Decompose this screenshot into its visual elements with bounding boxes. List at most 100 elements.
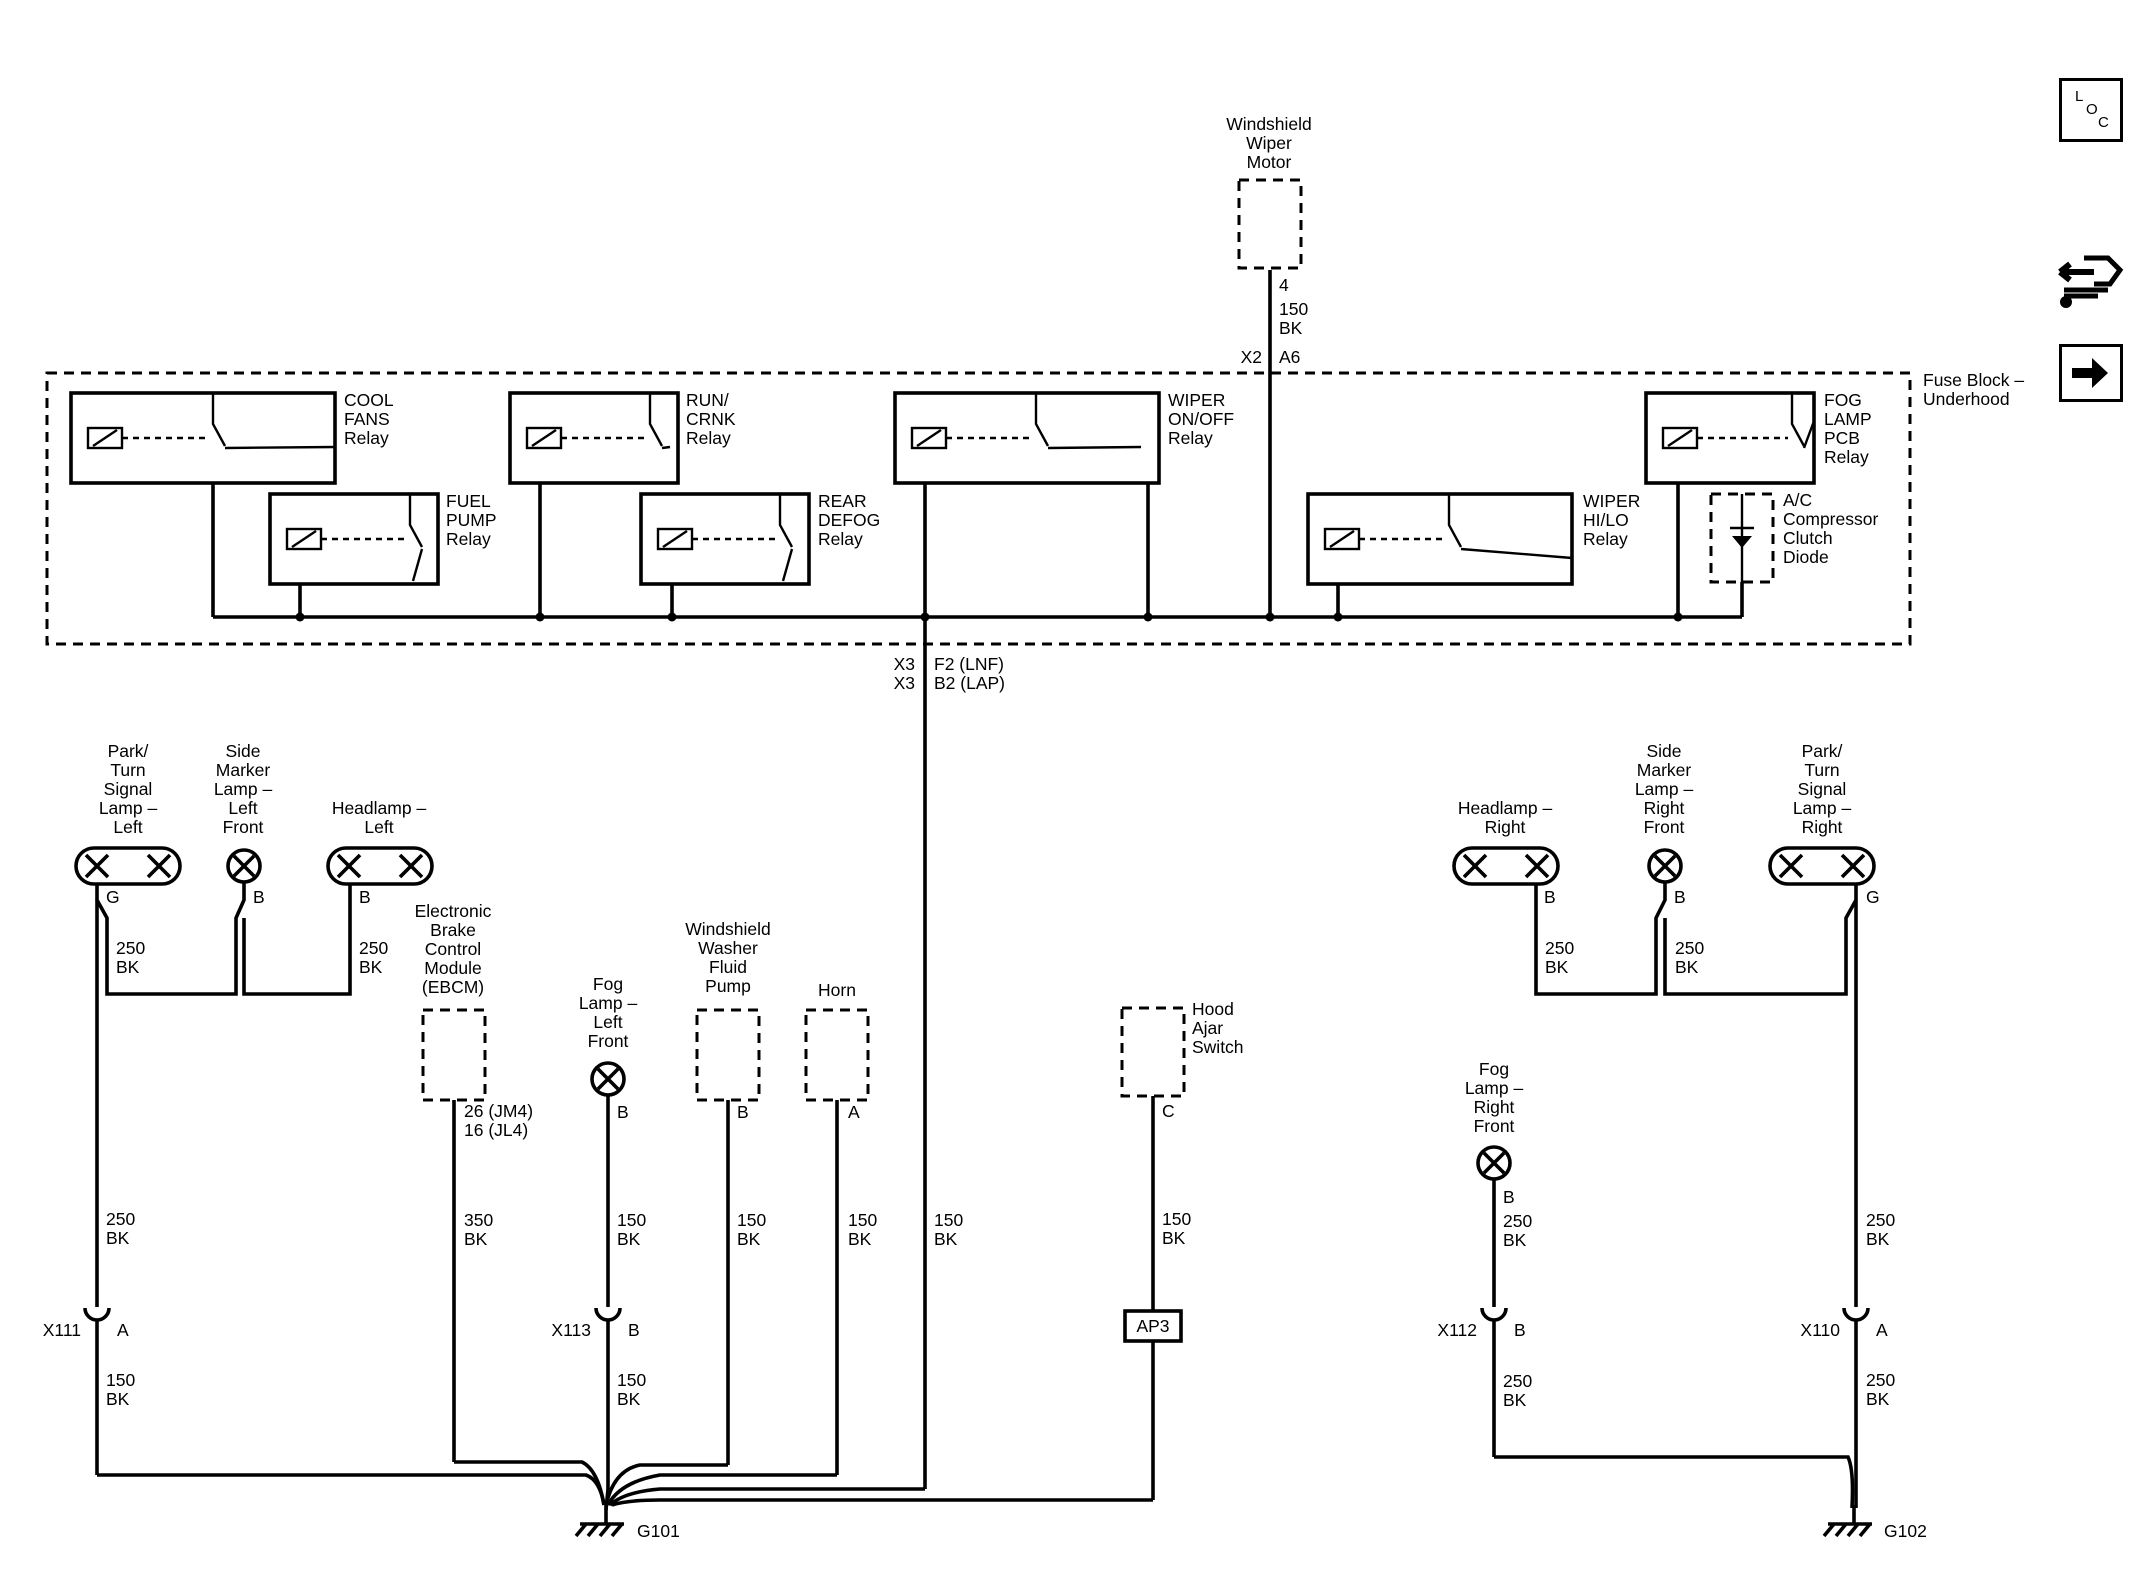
relay-contact (778, 494, 794, 548)
ground-hatch (610, 1522, 624, 1538)
hood-ajar-box (1120, 1006, 1186, 1098)
wire-label-line: BK (1545, 957, 1569, 977)
fog-lamp-right-name-line: Fog (1479, 1059, 1509, 1079)
fuse-block-label: Fuse Block –Underhood (1923, 370, 2024, 409)
wire-label-line: BK (1162, 1228, 1186, 1248)
horn-name: Horn (818, 980, 856, 1000)
cavity-label: A (117, 1320, 129, 1340)
ground-hatch (598, 1522, 612, 1538)
ebcm-name-line: (EBCM) (422, 977, 484, 997)
connector-label: X2 (1241, 347, 1262, 367)
wire-label-line: BK (464, 1229, 488, 1249)
fuel-pump-relay-label-line: FUEL (446, 491, 491, 511)
pin-label-line: 26 (JM4) (464, 1101, 533, 1121)
dual-lamp-body (1768, 846, 1876, 886)
lamp-x (398, 853, 424, 879)
wire-label-line: BK (106, 1228, 130, 1248)
right-harness-wire (1494, 1455, 1855, 1509)
harness-wire (606, 1473, 837, 1506)
pin-label: B (253, 887, 265, 907)
fuel-pump-relay-label-line: PUMP (446, 510, 497, 530)
wire-label-line: 250 (1866, 1370, 1895, 1390)
lamp-circle (1476, 1145, 1512, 1181)
cavity-label: A (1876, 1320, 1888, 1340)
splice-label: AP3 (1136, 1316, 1169, 1336)
fuse-block-label-line: Fuse Block – (1923, 370, 2024, 390)
headlamp-right (1452, 846, 1560, 886)
wire-label-line: BK (1866, 1389, 1890, 1409)
junction-dot (1333, 612, 1343, 622)
pin-label: 26 (JM4)16 (JL4) (464, 1101, 533, 1140)
ground-hatch (1858, 1522, 1872, 1538)
cavity-label: B2 (LAP) (934, 673, 1005, 693)
wiper-motor-name-line: Windshield (1226, 114, 1312, 134)
g101-ground-icon (574, 1522, 624, 1538)
horn-box (804, 1008, 870, 1102)
headlamp-right-name-line: Right (1485, 817, 1526, 837)
relay-contact-out (224, 445, 336, 450)
diode-icon (1732, 536, 1752, 548)
wire-label-line: BK (116, 957, 140, 977)
coil-slash (92, 429, 118, 447)
ground-hatch (1822, 1522, 1836, 1538)
cool-fans-relay-label-line: COOL (344, 390, 394, 410)
hood-ajar-name-line: Switch (1192, 1037, 1244, 1057)
wire-label-line: BK (1675, 957, 1699, 977)
ebcm-name-line: Control (425, 939, 481, 959)
relay-contact (648, 393, 664, 447)
wire-label-line: 250 (116, 938, 145, 958)
pin-label: B (1674, 887, 1686, 907)
headlamp-left (326, 846, 434, 886)
fog-lamp-right-name-line: Lamp – (1465, 1078, 1524, 1098)
loc-letter: C (2098, 114, 2109, 131)
wire-label-line: BK (934, 1229, 958, 1249)
ground-hatch (574, 1522, 588, 1538)
coil-slash (531, 429, 557, 447)
fog-lamp-left-name-line: Left (593, 1012, 622, 1032)
side-marker-right-name-line: Right (1644, 798, 1685, 818)
side-marker-left-name-line: Marker (216, 760, 271, 780)
wiper-on-off-relay-label-line: WIPER (1168, 390, 1225, 410)
wire-label-line: 250 (1675, 938, 1704, 958)
side-marker-left-name-line: Left (228, 798, 257, 818)
wiper-hi-lo-relay-label-line: HI/LO (1583, 510, 1629, 530)
ground-hatch (586, 1522, 600, 1538)
pin-label: B (359, 887, 371, 907)
headlamp-left-name-line: Left (364, 817, 393, 837)
relay-contact (1447, 494, 1463, 548)
wire-label-line: 250 (1866, 1210, 1895, 1230)
wire-label-line: 150 (934, 1210, 963, 1230)
pin-label: B (1544, 887, 1556, 907)
headlamp-right-name-line: Headlamp – (1458, 798, 1553, 818)
fog-lamp-left-name-line: Fog (593, 974, 623, 994)
run-crnk-relay-label-line: Relay (686, 428, 731, 448)
ebcm-name-line: Brake (430, 920, 476, 940)
head-side-link-right (1534, 882, 1667, 996)
ebcm-name-line: Module (424, 958, 481, 978)
relay-contact (211, 393, 227, 447)
lamp-x (1482, 1151, 1506, 1175)
loc-icon[interactable]: L O C (2059, 78, 2123, 142)
wire-label-line: BK (1866, 1229, 1890, 1249)
x110-connector-icon (1842, 1307, 1870, 1322)
connector-repair-icon[interactable] (2054, 244, 2128, 314)
loc-letter: O (2086, 101, 2098, 118)
harness-wire (454, 1460, 606, 1506)
next-page-arrow-icon[interactable] (2059, 344, 2123, 402)
connector-label: X3 (894, 654, 915, 674)
lamp-x (1778, 853, 1804, 879)
dual-lamp-body (1452, 846, 1560, 886)
fog-lamp-relay-label-line: LAMP (1824, 409, 1872, 429)
